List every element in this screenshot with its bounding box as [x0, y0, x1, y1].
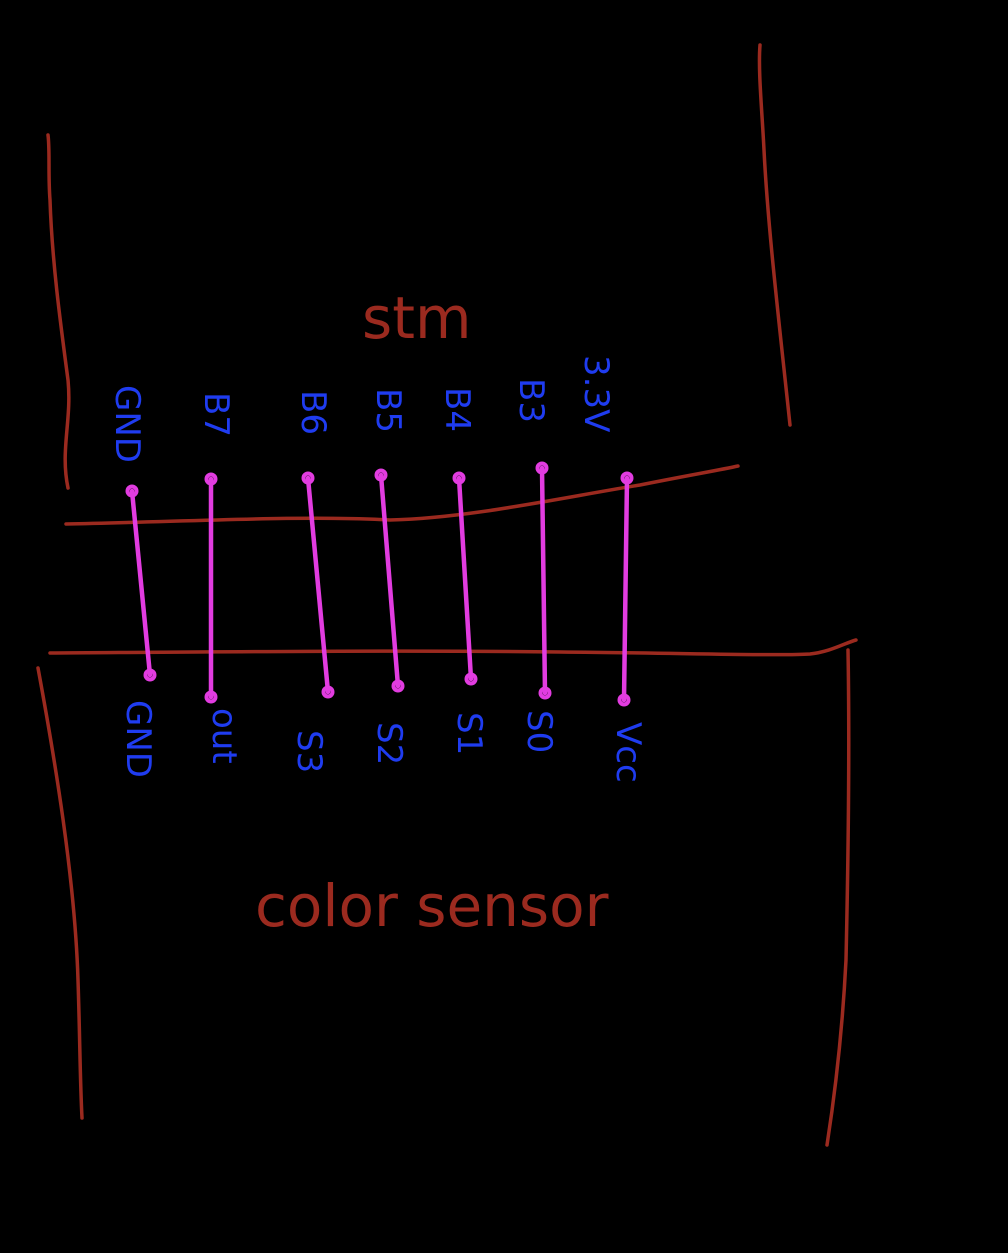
sensor-right-border	[825, 648, 851, 1147]
wire-b5-to-s2	[378, 472, 401, 689]
wire-gnd-to-gnd	[129, 488, 153, 678]
stm-pin-dot-b5	[374, 468, 388, 482]
stm-right-border	[757, 43, 792, 427]
stm-pin-label-b7: B7	[196, 392, 236, 437]
wire-b6-to-s3	[305, 475, 331, 695]
sensor-pin-label-s2: S2	[369, 722, 409, 765]
stm-pin-dot-3-3v	[620, 471, 634, 485]
sensor-pin-label-s3: S3	[289, 730, 329, 773]
sensor-top-border	[48, 638, 858, 657]
wire-3-3v-to-vcc	[621, 475, 630, 703]
stm-block: stm	[46, 43, 792, 526]
sensor-pin-dot-s2	[391, 679, 405, 693]
connection-wires	[125, 461, 634, 707]
stm-pin-label-b3: B3	[511, 378, 551, 423]
stm-pin-dot-b4	[452, 471, 466, 485]
stm-pin-dot-b6	[301, 471, 315, 485]
sensor-pin-dot-gnd	[143, 668, 157, 682]
sensor-pin-label-gnd: GND	[118, 700, 158, 778]
sensor-title: color sensor	[255, 872, 609, 940]
sensor-pin-label-s0: S0	[519, 710, 559, 753]
sensor-pin-dot-vcc	[617, 693, 631, 707]
sensor-pin-label-vcc: Vcc	[608, 722, 648, 783]
sensor-pin-label-s1: S1	[449, 712, 489, 755]
stm-pin-label-gnd: GND	[107, 385, 147, 463]
sensor-pin-dot-s3	[321, 685, 335, 699]
stm-left-border	[46, 133, 71, 490]
sensor-block: color sensor	[36, 638, 858, 1147]
stm-pin-dot-b3	[535, 461, 549, 475]
sensor-left-border	[36, 666, 84, 1120]
sensor-pin-dot-s1	[464, 672, 478, 686]
stm-pin-label-b5: B5	[368, 388, 408, 433]
sensor-pin-dot-out	[204, 690, 218, 704]
stm-pin-dot-gnd	[125, 484, 139, 498]
stm-pin-dot-b7	[204, 472, 218, 486]
stm-pin-label-b4: B4	[437, 387, 477, 432]
sensor-pin-dot-s0	[538, 686, 552, 700]
wire-b3-to-s0	[539, 465, 548, 696]
stm-pin-label-3-3v: 3.3V	[576, 355, 616, 432]
stm-bottom-border	[64, 464, 740, 526]
stm-pin-label-b6: B6	[293, 390, 333, 435]
sensor-pin-label-out: out	[204, 708, 244, 764]
stm-title: stm	[362, 284, 471, 352]
wire-b4-to-s1	[456, 475, 474, 682]
